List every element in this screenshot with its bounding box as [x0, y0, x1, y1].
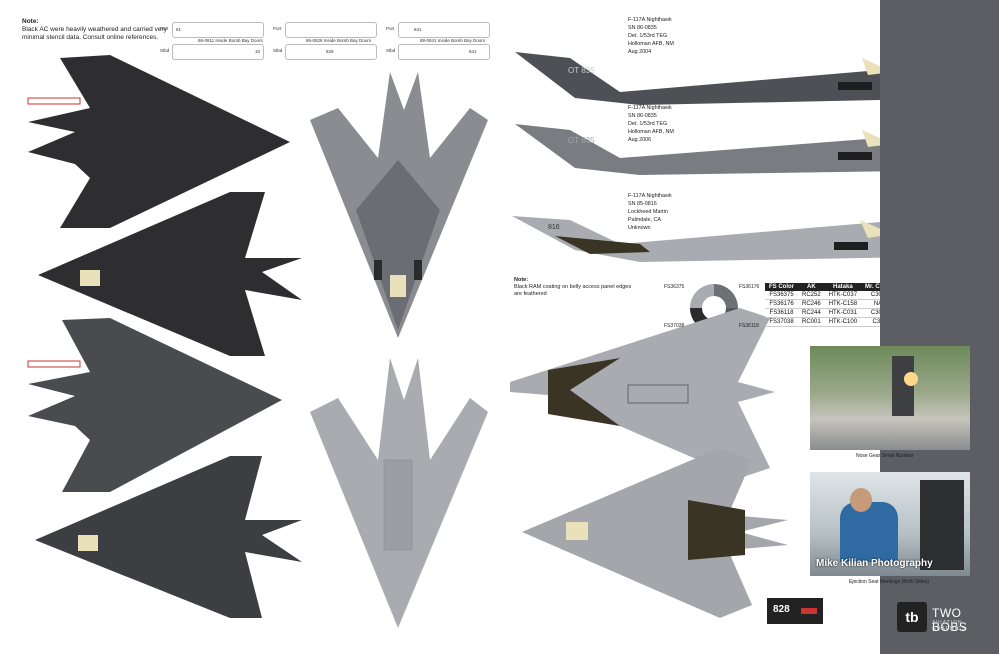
photographer-credit: Mike Kilian Photography — [816, 558, 933, 569]
black-ac-top-view — [22, 55, 290, 228]
tail-code-3: 816 — [548, 224, 560, 231]
grey-ac-belly-view — [510, 308, 775, 478]
swatch-label-3: FS37038 — [664, 323, 685, 329]
tail-code-2: OT 835 — [568, 136, 595, 145]
tail-code-1: OT 835 — [568, 66, 595, 75]
swatch-label-1: FS36375 — [664, 284, 685, 290]
table-cell: FS36375 — [765, 291, 798, 300]
table-cell: C305 — [861, 308, 896, 318]
ejection-seat-photo: Mike Kilian Photography — [810, 472, 970, 576]
swatch-FS36375 — [690, 284, 714, 308]
table-header: FS Color — [765, 283, 798, 291]
table-cell: HTK-C037 — [824, 291, 862, 300]
nose-gear-photo — [810, 346, 970, 450]
swatch-FS36176 — [714, 284, 738, 308]
serial-decal-badge: 828 — [767, 598, 823, 624]
table-cell: HTK-C100 — [824, 317, 862, 327]
table-header: Hataka — [824, 283, 862, 291]
table-cell: C308 — [861, 291, 896, 300]
ejection-caption: Ejection Seat Markings (Both Sides) — [849, 579, 930, 585]
bomb-bay-caption: 86-0828 Inside Bomb Bay Doors — [306, 38, 372, 43]
table-cell: NA — [861, 299, 896, 309]
table-cell: HTK-C158 — [824, 299, 862, 309]
table-cell: RC244 — [798, 308, 825, 318]
grey-ac-top-view — [310, 72, 488, 338]
black-ac-top-view-2 — [22, 318, 282, 492]
table-cell: FS37038 — [765, 317, 798, 327]
grey-ac-top-view-right — [522, 448, 788, 618]
grey-ac-bottom-view — [310, 358, 488, 628]
table-cell: RC252 — [798, 291, 825, 300]
table-cell: RC246 — [798, 299, 825, 309]
brand-name: TWO BOBS — [932, 606, 968, 634]
bomb-bay-caption: 86-0811 Inside Bomb Bay Doors — [198, 38, 263, 43]
swatch-label-4: FS36118 — [739, 323, 759, 329]
nose-gear-caption: Nose Gear Serial Number — [856, 453, 914, 459]
brand-subtitle: AVIATION GRAPHICS — [932, 620, 967, 632]
table-cell: HTK-C031 — [824, 308, 862, 318]
table-cell: FS36176 — [765, 299, 798, 309]
black-ac-bottom-view-2 — [35, 456, 302, 618]
table-cell: C33 — [861, 317, 896, 327]
table-header: Mr. Color — [861, 283, 896, 291]
weathering-note: Note:Black AC were heavily weathered and… — [22, 18, 167, 41]
table-cell: FS36118 — [765, 308, 798, 318]
bomb-bay-caption: 88-0841 Inside Bomb Bay Doors — [420, 38, 486, 43]
table-cell: RC001 — [798, 317, 825, 327]
two-bobs-logo: tb — [897, 602, 927, 632]
swatch-label-2: FS36176 — [739, 284, 760, 290]
table-header: AK — [798, 283, 825, 291]
belly-ram-note: Note:Black RAM coating on belly access p… — [514, 277, 632, 297]
profile-85-0816 — [512, 216, 975, 262]
black-ac-bottom-view — [38, 192, 302, 356]
